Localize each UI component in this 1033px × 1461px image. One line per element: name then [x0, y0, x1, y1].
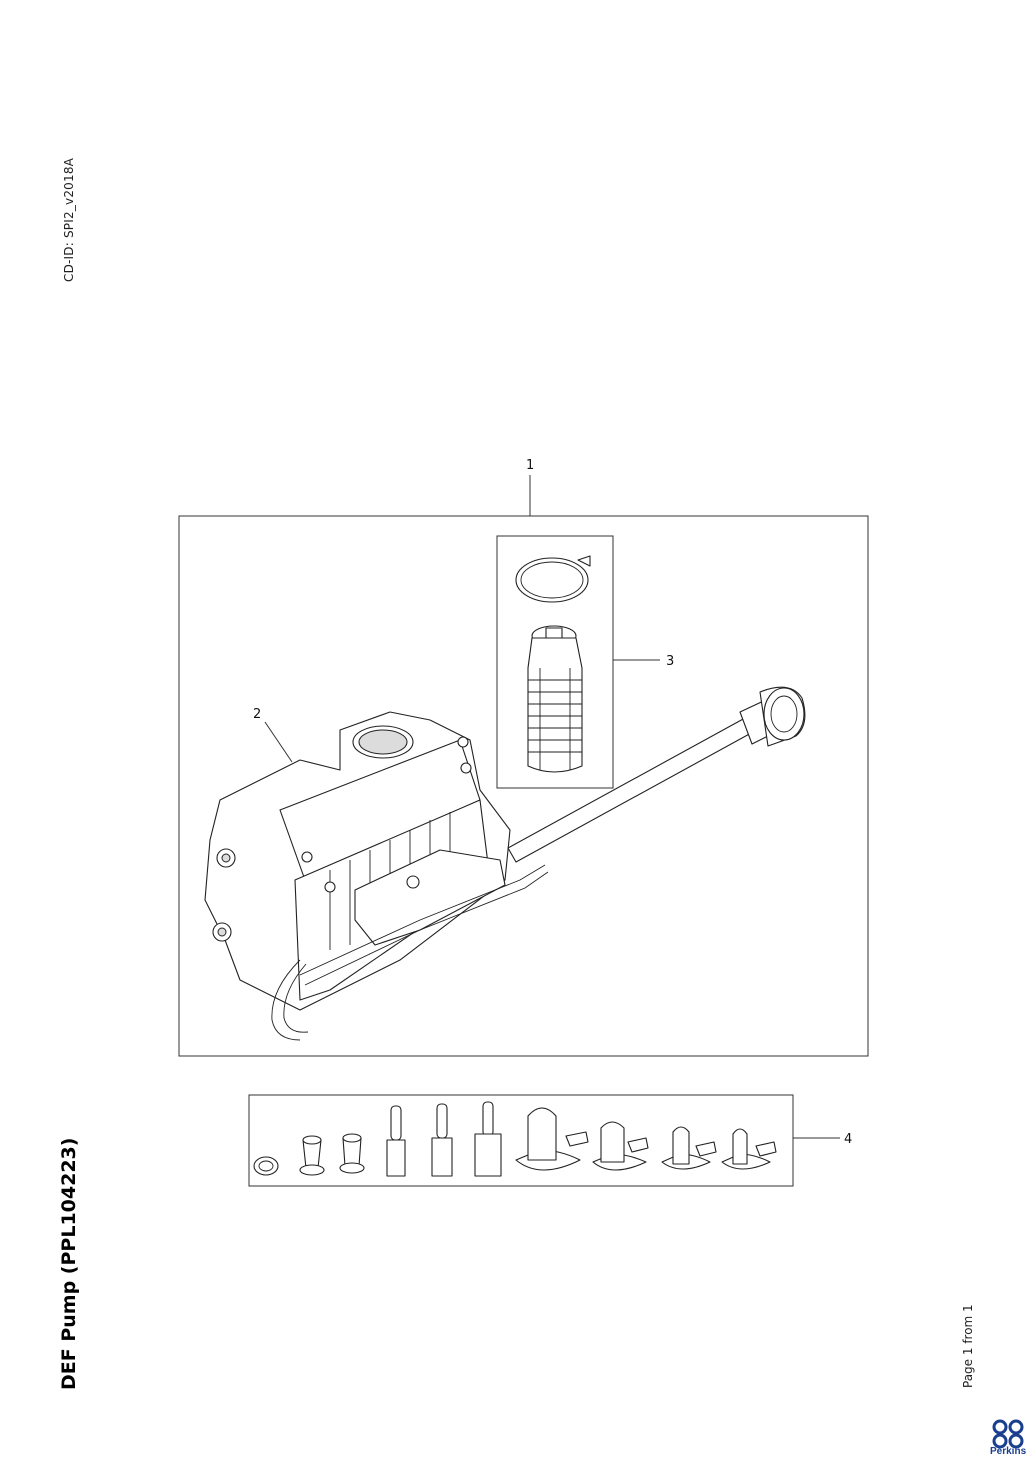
suction-tube-illustration: [507, 686, 806, 863]
seal-kit-illustration: [253, 1101, 777, 1177]
kit-frame: [248, 1094, 794, 1187]
callout-leader-2: [264, 721, 293, 763]
pump-body-illustration: [204, 711, 549, 1041]
filter-element-illustration: [527, 625, 583, 773]
callout-4: 4: [844, 1132, 852, 1147]
filter-inset-frame: [496, 535, 614, 789]
assembly-frame: [178, 515, 869, 1057]
callout-1: 1: [526, 458, 534, 473]
o-ring-illustration: [515, 555, 591, 603]
perkins-logo-icon: [992, 1419, 1024, 1449]
document-title: DEF Pump (PPL104223): [58, 1137, 80, 1390]
callout-3: 3: [666, 654, 674, 669]
brand-wordmark: Perkins: [990, 1446, 1027, 1457]
callout-2: 2: [253, 707, 261, 722]
page-indicator: Page 1 from 1: [961, 1304, 975, 1388]
